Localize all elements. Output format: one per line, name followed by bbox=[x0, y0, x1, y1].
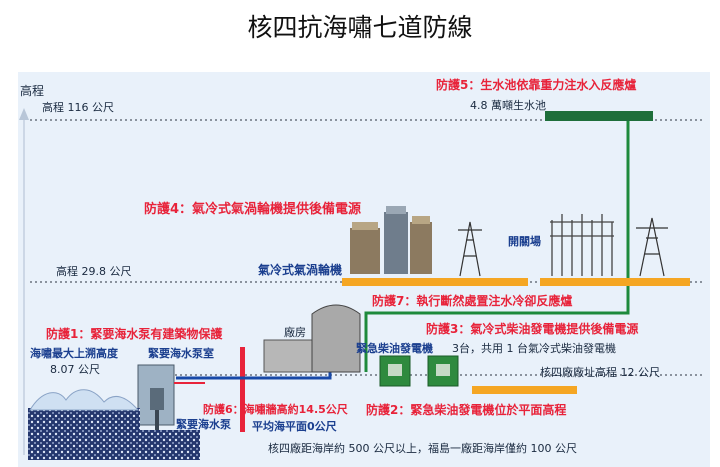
reservoir-platform bbox=[545, 111, 653, 121]
reservoir-label: 4.8 萬噸生水池 bbox=[470, 99, 546, 112]
turbine-platform bbox=[342, 278, 528, 286]
gravity-pipe bbox=[364, 121, 630, 372]
bottom-note: 核四廠距海岸約 500 公尺以上，福島一廠距海岸僅約 100 公尺 bbox=[268, 442, 577, 455]
tsunami-wall bbox=[240, 347, 245, 432]
tsunami-value-label: 8.07 公尺 bbox=[50, 363, 100, 376]
defense-5-label: 防護5：生水池依靠重力注水入反應爐 bbox=[436, 78, 637, 92]
switchyard-platform bbox=[540, 278, 690, 286]
gas-turbine-label: 氣冷式氣渦輪機 bbox=[258, 263, 343, 277]
pump-motor bbox=[150, 388, 164, 410]
sea-water bbox=[28, 408, 140, 460]
level-label-29: 高程 29.8 公尺 bbox=[56, 265, 132, 278]
defense-4-label: 防護4：氣冷式氣渦輪機提供後備電源 bbox=[144, 202, 362, 217]
level-label-116: 高程 116 公尺 bbox=[42, 101, 114, 114]
diesel-note-label: 3台，共用 1 台氣冷式柴油發電機 bbox=[452, 342, 616, 355]
building-label: 廠房 bbox=[284, 326, 306, 339]
defense-7-label: 防護7：執行斷然處置注水冷卻反應爐 bbox=[372, 294, 573, 308]
transmission-tower-icon bbox=[458, 217, 668, 277]
diesel-label: 緊急柴油發電機 bbox=[356, 342, 433, 355]
page-title: 核四抗海嘯七道防線 bbox=[247, 13, 473, 42]
axis-arrow-icon bbox=[19, 108, 29, 120]
sea-water-bottom bbox=[140, 430, 200, 460]
defense-1-label: 防護1：緊要海水泵有建築物保護 bbox=[46, 327, 223, 341]
plant-platform bbox=[472, 386, 577, 394]
defense-6-label: 防護6：海嘯牆高約14.5公尺 bbox=[203, 403, 348, 416]
diesel-generator-icon bbox=[379, 355, 459, 387]
pump-shaft bbox=[155, 410, 159, 446]
level-label-sea: 平均海平面0公尺 bbox=[252, 420, 337, 433]
wave-crest bbox=[29, 389, 140, 411]
gas-turbine-units bbox=[350, 206, 432, 274]
level-label-plant: 核四廠廠址高程 12 公尺 bbox=[540, 366, 660, 379]
building-side bbox=[263, 339, 315, 373]
defense-3-label: 防護3：氣冷式柴油發電機提供後備電源 bbox=[426, 322, 639, 336]
axis-label: 高程 bbox=[20, 84, 45, 98]
reactor-dome bbox=[311, 304, 361, 373]
switchyard-equipment-icon bbox=[550, 214, 614, 276]
defense-2-label: 防護2：緊急柴油發電機位於平面高程 bbox=[366, 403, 567, 417]
pump-label: 緊要海水泵 bbox=[176, 418, 231, 431]
pump-room-label: 緊要海水泵室 bbox=[148, 347, 214, 360]
tsunami-height-label: 海嘯最大上溯高度 bbox=[30, 347, 118, 360]
switchyard-label: 開關場 bbox=[508, 235, 541, 248]
